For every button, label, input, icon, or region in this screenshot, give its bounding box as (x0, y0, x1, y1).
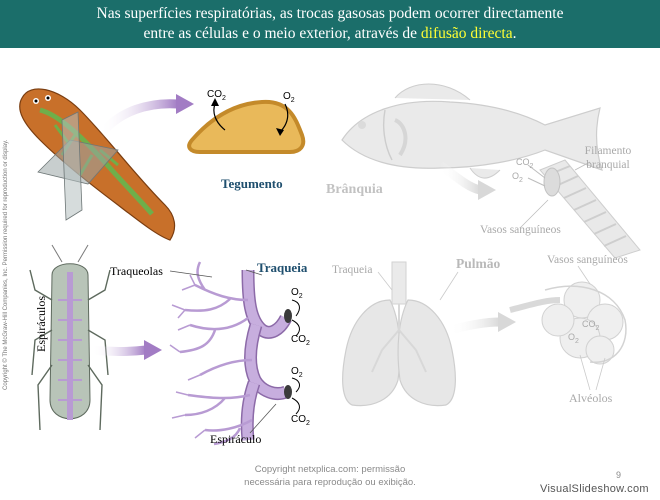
banner-line-2-pre: entre as células e o meio exterior, atra… (143, 25, 421, 42)
o2-label-alveoli: O2 (568, 332, 579, 345)
co2-out-arrow (213, 103, 226, 131)
co2-label-alveoli: CO2 (582, 319, 600, 332)
fish-illustration (341, 83, 603, 179)
o2-label-gill: O2 (512, 171, 523, 184)
o2-label-trachea-bottom: O2 (291, 366, 303, 379)
footer-line-1: Copyright netxplica.com: permissão (254, 464, 406, 475)
traqueolas-label: Traqueolas (110, 264, 163, 278)
banner-highlight: difusão directa (420, 25, 513, 42)
flatworm-arrow (96, 99, 179, 138)
insect-arrow (91, 345, 147, 356)
traqueia-insect-label: Traqueia (257, 260, 308, 275)
footer-line-2: necessária para reprodução ou exibição. (244, 477, 416, 488)
lung-arrow (448, 317, 501, 335)
title-banner: Nas superfícies respiratórias, as trocas… (0, 0, 660, 48)
page-number: 9 (616, 470, 622, 480)
branquia-label: Brânquia (326, 182, 383, 197)
espiraculo-leader (249, 403, 277, 434)
traqueia-lung-label: Traqueia (332, 264, 373, 276)
o2-label-trachea-top: O2 (291, 287, 303, 300)
co2-label-trachea-top: CO2 (291, 334, 310, 347)
fish-arrow (437, 161, 482, 195)
co2-label-integument: CO2 (207, 89, 226, 102)
insect-illustration (29, 244, 111, 431)
traqueolas-leader (169, 270, 213, 278)
co2-label-trachea-bottom: CO2 (291, 414, 310, 427)
tracheal-system (169, 261, 292, 446)
banner-line-1: Nas superfícies respiratórias, as trocas… (96, 5, 564, 22)
alveoli-illustration (509, 265, 627, 391)
gill-filament-illustration (539, 159, 641, 259)
o2-label-integument: O2 (283, 91, 295, 104)
co2-label-gill: CO2 (516, 157, 534, 170)
integument-section (187, 99, 306, 154)
alveolos-label: Alvéolos (569, 391, 613, 405)
watermark: VisualSlideshow.com (540, 483, 649, 495)
espiraculos-label: Espiráculos (34, 296, 48, 352)
copyright-side-text: Copyright © The McGraw-Hill Companies, I… (3, 139, 9, 390)
vasos-sanguineos-lung-label: Vasos sanguíneos (547, 254, 628, 266)
espiraculo-label: Espiráculo (210, 432, 262, 446)
vasos-sanguineos-fish-label: Vasos sanguíneos (480, 224, 561, 236)
flatworm-illustration (19, 88, 176, 241)
filamento-branquial-label: Filamento branquial (584, 145, 632, 171)
pulmao-label: Pulmão (456, 256, 501, 271)
banner-line-2-post: . (512, 25, 517, 42)
tegumento-label: Tegumento (221, 176, 283, 191)
banner-line-2: entre as células e o meio exterior, atra… (0, 24, 660, 44)
lungs-illustration (342, 261, 459, 407)
flatworm-arrow-head (176, 94, 194, 114)
footer-copyright: Copyright netxplica.com: permissão neces… (235, 463, 425, 489)
